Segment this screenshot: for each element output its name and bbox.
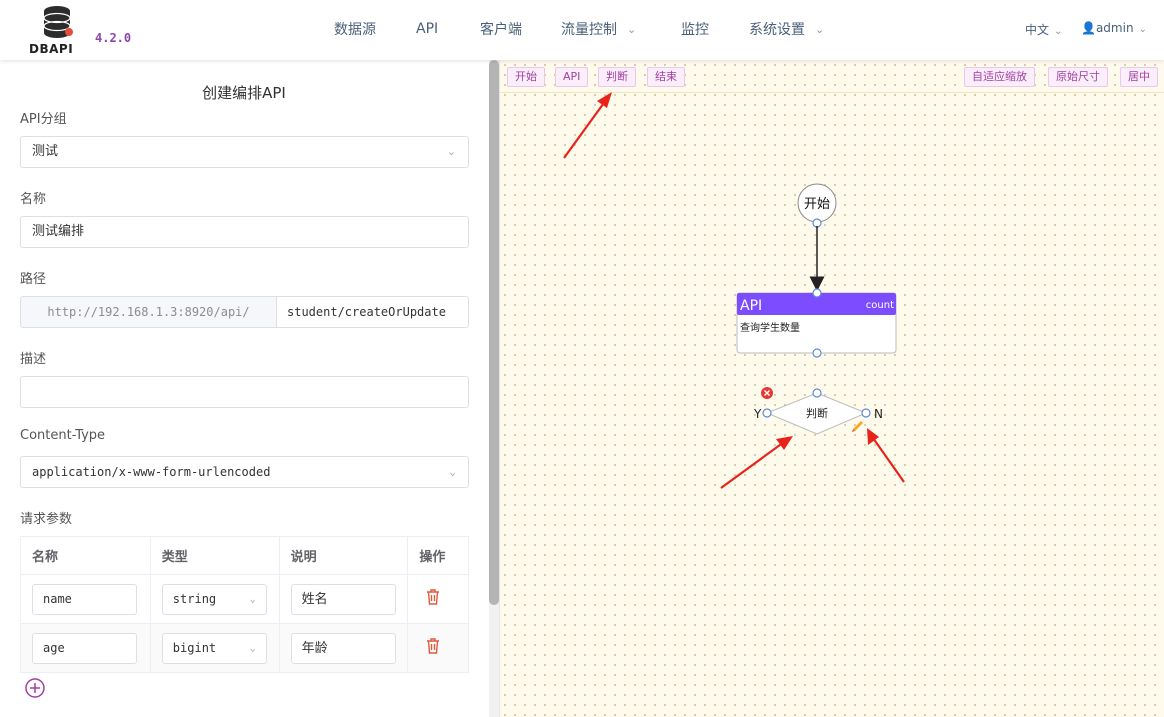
delete-icon[interactable] — [425, 637, 441, 655]
path-label: 路径 — [20, 272, 47, 287]
group-value: 测试 — [32, 144, 59, 159]
port-handle[interactable] — [812, 388, 822, 398]
nav-datasource[interactable]: 数据源 — [334, 0, 376, 58]
chevron-down-icon: ⌄ — [1138, 24, 1147, 35]
nav-client[interactable]: 客户端 — [480, 0, 522, 58]
api-node-tag: count — [866, 300, 894, 311]
flow-diagram: 开始 API count 查询学生数量 判断 Y N — [563, 92, 905, 489]
content-type-label: Content-Type — [20, 428, 106, 443]
group-select[interactable]: 测试 ⌄ — [20, 136, 469, 168]
description-label: 描述 — [20, 352, 47, 367]
table-row: age bigint ⌄ 年龄 — [20, 623, 469, 673]
language-label: 中文 — [1025, 23, 1050, 37]
chevron-down-icon: ⌄ — [249, 642, 256, 654]
port-handle[interactable] — [812, 348, 822, 358]
description-input[interactable] — [20, 376, 469, 408]
flow-canvas[interactable]: 开始 API 判断 结束 自适应缩放 原始尺寸 居中 开始 API count … — [499, 60, 1164, 717]
toolbar-end-button[interactable]: 结束 — [647, 67, 685, 87]
param-type-value: bigint — [172, 640, 217, 655]
nav-label: 数据源 — [334, 22, 376, 38]
port-handle[interactable] — [812, 218, 822, 228]
param-type-value: string — [172, 591, 217, 606]
start-node-label: 开始 — [804, 197, 830, 212]
content-type-value: application/x-www-form-urlencoded — [32, 465, 271, 479]
params-table: 名称 类型 说明 操作 name string ⌄ 姓名 age bigint ⌄ … — [20, 536, 469, 673]
api-form-panel: 创建编排API API分组 测试 ⌄ 名称 测试编排 路径 http://192… — [0, 60, 488, 717]
nav-label: API — [416, 21, 439, 37]
form-title: 创建编排API — [202, 84, 286, 102]
version-label: 4.2.0 — [95, 31, 132, 45]
yes-label: Y — [753, 407, 762, 421]
chevron-down-icon: ⌄ — [449, 465, 456, 478]
api-node-title: API — [740, 298, 762, 314]
nav-traffic-control[interactable]: 流量控制 ⌄ — [561, 0, 636, 58]
group-label: API分组 — [20, 112, 67, 127]
toolbar-divider — [500, 92, 1164, 93]
toolbar-start-button[interactable]: 开始 — [507, 67, 545, 87]
chevron-down-icon: ⌄ — [249, 593, 256, 605]
logo-text: DBAPI — [29, 42, 74, 56]
center-button[interactable]: 居中 — [1120, 67, 1158, 87]
edit-pencil-icon[interactable] — [852, 421, 863, 432]
param-type-select[interactable]: string ⌄ — [161, 583, 267, 615]
name-label: 名称 — [20, 192, 47, 207]
nav-label: 监控 — [681, 22, 709, 38]
database-logo-icon — [43, 6, 73, 38]
toolbar-api-button[interactable]: API — [555, 67, 589, 87]
username: admin — [1095, 21, 1134, 35]
annotation-arrow — [563, 92, 612, 159]
nav-label: 客户端 — [480, 22, 522, 38]
chevron-down-icon: ⌄ — [627, 22, 637, 36]
user-menu[interactable]: 👤admin ⌄ — [1081, 21, 1147, 35]
param-desc-input[interactable]: 姓名 — [290, 583, 396, 615]
params-label: 请求参数 — [20, 512, 73, 527]
table-row: name string ⌄ 姓名 — [20, 574, 469, 624]
decision-node[interactable]: 判断 — [765, 392, 868, 435]
nav-system-settings[interactable]: 系统设置 ⌄ — [749, 0, 824, 58]
column-header: 名称 — [20, 536, 151, 575]
original-size-button[interactable]: 原始尺寸 — [1048, 67, 1108, 87]
column-header: 类型 — [149, 536, 280, 575]
nav-label: 系统设置 — [749, 22, 805, 38]
port-handle-no[interactable] — [861, 408, 871, 418]
language-switch[interactable]: 中文 ⌄ — [1025, 21, 1062, 38]
decision-node-label: 判断 — [806, 406, 828, 420]
annotation-arrow — [867, 428, 905, 483]
annotation-arrow — [720, 436, 793, 489]
scrollbar-thumb[interactable] — [489, 60, 499, 605]
nav-label: 流量控制 — [561, 22, 617, 38]
column-header: 说明 — [278, 536, 409, 575]
nav-api[interactable]: API — [416, 0, 438, 58]
start-node[interactable]: 开始 — [797, 183, 837, 223]
toolbar-decision-button[interactable]: 判断 — [598, 67, 636, 87]
api-node[interactable]: API count 查询学生数量 — [736, 292, 897, 354]
table-header-row: 名称 类型 说明 操作 — [20, 536, 469, 575]
param-type-select[interactable]: bigint ⌄ — [161, 632, 267, 664]
param-name-input[interactable]: name — [32, 583, 137, 615]
nav-monitor[interactable]: 监控 — [681, 0, 709, 58]
chevron-down-icon: ⌄ — [815, 22, 825, 36]
name-input[interactable]: 测试编排 — [20, 216, 469, 248]
content-type-select[interactable]: application/x-www-form-urlencoded ⌄ — [20, 456, 469, 488]
column-header: 操作 — [407, 536, 469, 575]
user-icon: 👤 — [1081, 21, 1096, 35]
api-node-desc: 查询学生数量 — [740, 321, 800, 334]
path-input[interactable]: student/createOrUpdate — [276, 296, 469, 328]
param-name-input[interactable]: age — [32, 632, 137, 664]
no-label: N — [874, 407, 883, 421]
fit-zoom-button[interactable]: 自适应缩放 — [964, 67, 1035, 87]
top-header: DBAPI 4.2.0 数据源 API 客户端 流量控制 ⌄ 监控 系统设置 ⌄… — [0, 0, 1164, 60]
port-handle-yes[interactable] — [762, 408, 772, 418]
chevron-down-icon: ⌄ — [446, 145, 456, 158]
chevron-down-icon: ⌄ — [1054, 26, 1063, 37]
param-desc-input[interactable]: 年龄 — [290, 632, 396, 664]
path-prefix: http://192.168.1.3:8920/api/ — [20, 296, 277, 328]
delete-icon[interactable] — [425, 588, 441, 606]
port-handle[interactable] — [812, 288, 822, 298]
add-param-icon[interactable] — [25, 678, 45, 698]
delete-node-icon[interactable] — [761, 387, 773, 399]
